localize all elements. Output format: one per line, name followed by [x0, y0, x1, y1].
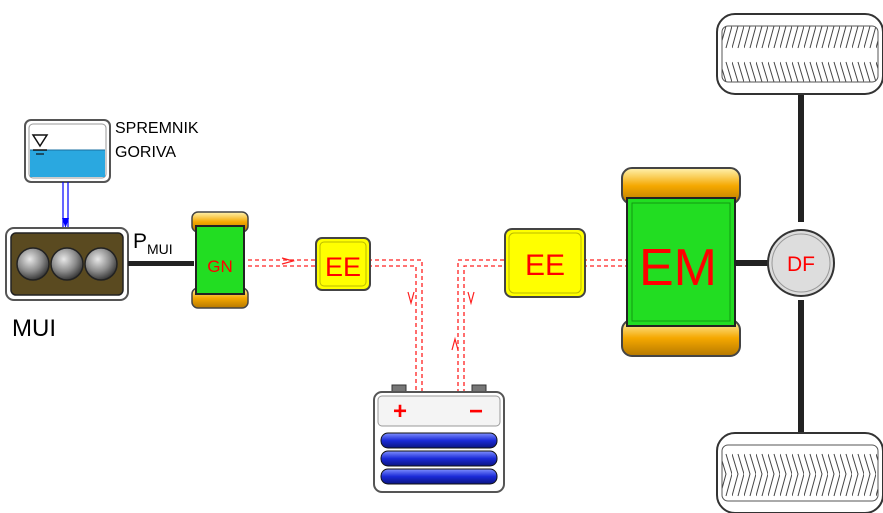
motor-label: EM — [639, 239, 717, 297]
tank-label-line2: GORIVA — [115, 144, 176, 161]
fuel-tank — [24, 119, 111, 183]
power-label-main: P — [133, 230, 147, 253]
engine-cylinder — [50, 247, 84, 281]
engine-cylinder — [16, 247, 50, 281]
power-label-subscript: MUI — [147, 241, 173, 257]
motor-shaft — [735, 260, 771, 266]
converter-left-label: EE — [325, 252, 361, 282]
engine-label: MUI — [12, 315, 56, 342]
wheel-top — [716, 13, 883, 95]
converter-left — [315, 237, 371, 291]
battery-minus-terminal: − — [469, 398, 483, 425]
wheel-bottom — [716, 432, 883, 513]
tank-label-line1: SPREMNIK — [115, 120, 199, 137]
battery — [373, 384, 505, 493]
axle-upper — [798, 92, 804, 222]
converter-right — [504, 228, 586, 298]
flow-arrows — [281, 257, 475, 351]
differential — [767, 229, 835, 297]
axle-lower — [798, 300, 804, 440]
engine-cylinder — [84, 247, 118, 281]
generator-label: GN — [207, 257, 233, 276]
fuel-line — [62, 182, 69, 228]
power-label: PMUI — [133, 230, 173, 257]
battery-plus-terminal: + — [393, 398, 407, 425]
fluid-level-icon — [31, 134, 49, 155]
converter-right-label: EE — [525, 249, 565, 282]
electric-motor — [621, 167, 741, 357]
engine-shaft — [128, 261, 194, 266]
engine — [5, 227, 129, 301]
differential-label: DF — [787, 253, 815, 276]
generator — [191, 211, 249, 309]
